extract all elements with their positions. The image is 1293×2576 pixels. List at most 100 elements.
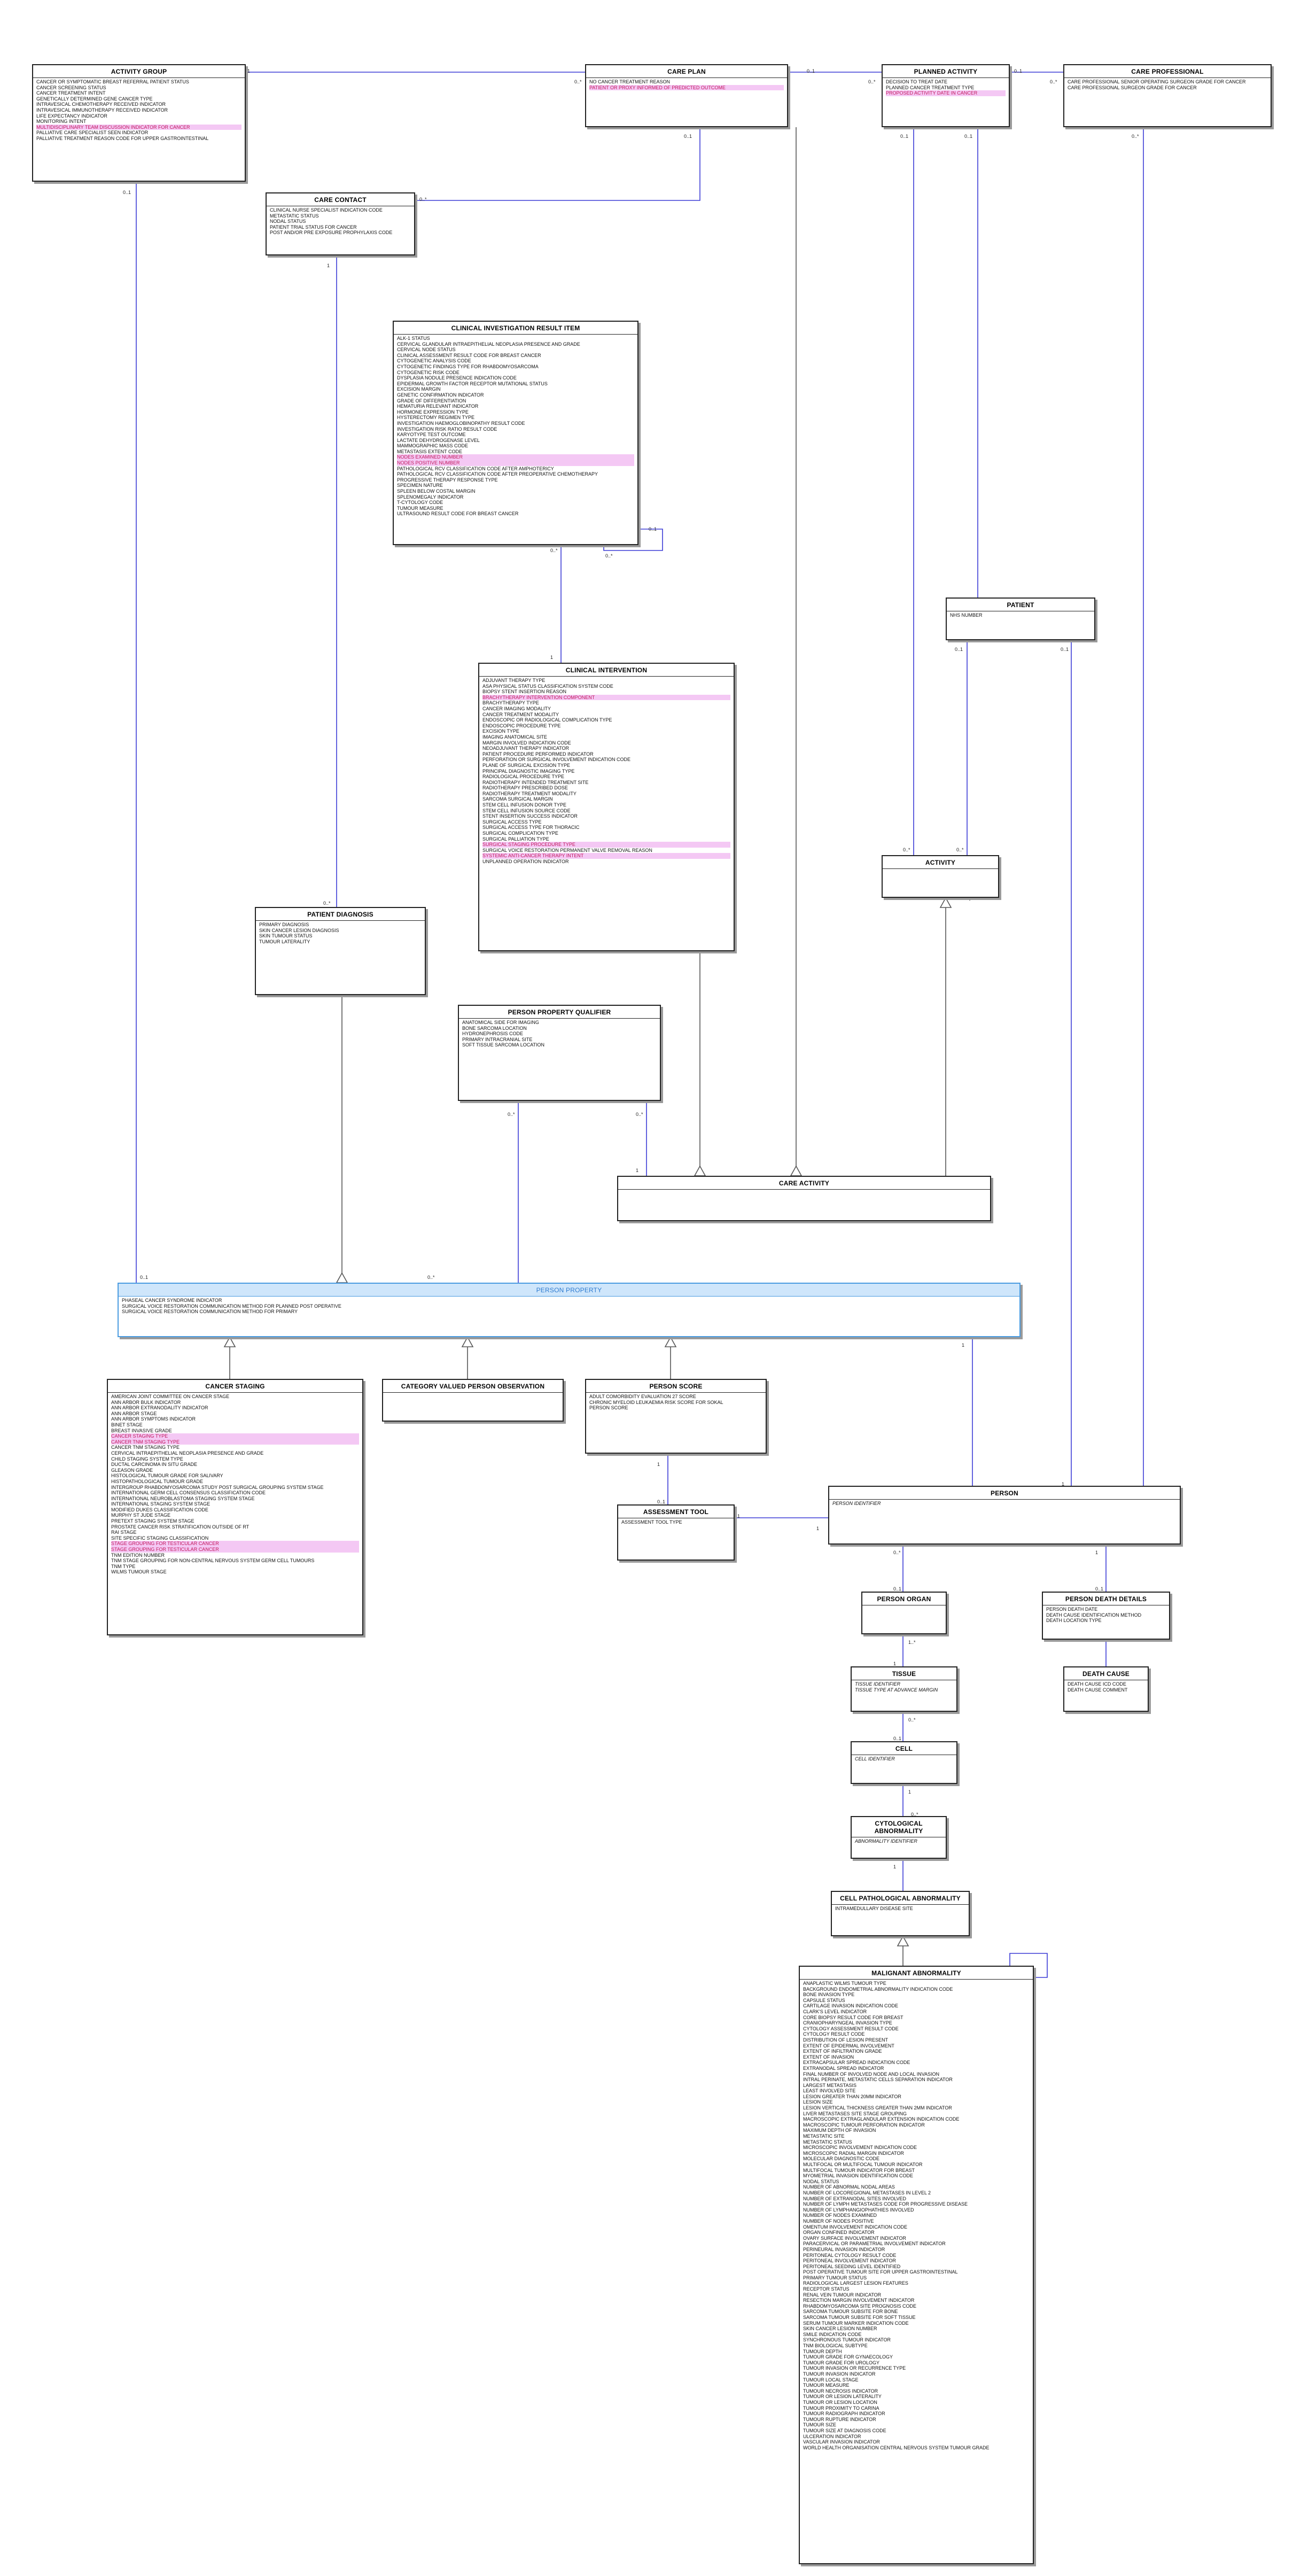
multiplicity-label: 0..* — [419, 197, 427, 202]
attribute-item: NODES POSITIVE NUMBER — [397, 460, 634, 466]
multiplicity-label: 0..* — [1132, 134, 1139, 139]
multiplicity-label: 0..1 — [657, 1499, 666, 1504]
attribute-item: BONE INVASION TYPE — [803, 1992, 855, 1998]
multiplicity-label: 0..1 — [1014, 68, 1023, 74]
attribute-list: ASSESSMENT TOOL TYPE — [618, 1518, 734, 1526]
entity-person-score[interactable]: PERSON SCORE ADULT COMORBIDITY EVALUATION… — [585, 1379, 767, 1454]
attribute-item: NUMBER OF LYMPHANGIOPHATHIES INVOLVED — [803, 2207, 914, 2213]
multiplicity-label: 0..* — [903, 847, 910, 852]
attribute-item: TUMOUR OR LESION LOCATION — [803, 2399, 877, 2405]
entity-person-organ[interactable]: PERSON ORGAN — [861, 1592, 947, 1634]
attribute-item: TUMOUR MEASURE — [803, 2383, 850, 2388]
attribute-item: INTERNATIONAL NEUROBLASTOMA STAGING SYST… — [111, 1495, 255, 1501]
attribute-item: PATIENT PROCEDURE PERFORMED INDICATOR — [482, 751, 594, 757]
attribute-item: DEATH LOCATION TYPE — [1046, 1618, 1102, 1624]
attribute-item: MULTIDISCIPLINARY TEAM DISCUSSION INDICA… — [36, 124, 242, 130]
attribute-list: AMERICAN JOINT COMMITTEE ON CANCER STAGE… — [108, 1393, 362, 1576]
attribute-item: PROPOSED ACTIVITY DATE IN CANCER — [886, 90, 1006, 96]
entity-category-valued-person-observation[interactable]: CATEGORY VALUED PERSON OBSERVATION — [382, 1379, 564, 1422]
attribute-item: NODAL STATUS — [803, 2178, 839, 2184]
entity-title: CARE ACTIVITY — [618, 1177, 990, 1190]
attribute-item: ORGAN CONFINED INDICATOR — [803, 2230, 875, 2236]
entity-title: CARE PROFESSIONAL — [1064, 65, 1271, 78]
attribute-item: NEOADJUVANT THERAPY INDICATOR — [482, 746, 570, 751]
multiplicity-label: 1 — [737, 1514, 741, 1519]
entity-care-activity[interactable]: CARE ACTIVITY — [617, 1176, 991, 1221]
attribute-item: PROSTATE CANCER RISK STRATIFICATION OUTS… — [111, 1524, 250, 1530]
entity-title: PLANNED ACTIVITY — [883, 65, 1009, 78]
entity-title: ACTIVITY GROUP — [33, 65, 245, 78]
multiplicity-label: 0..1 — [1095, 1586, 1104, 1592]
attribute-item: PERSON SCORE — [589, 1405, 628, 1411]
multiplicity-label: 0..* — [574, 79, 582, 84]
attribute-item: STAGE GROUPING FOR TESTICULAR CANCER — [111, 1541, 359, 1547]
entity-title: PERSON — [829, 1487, 1180, 1500]
attribute-item: LACTATE DEHYDROGENASE LEVEL — [397, 437, 480, 443]
entity-activity[interactable]: ACTIVITY — [882, 855, 999, 898]
attribute-item: SYNCHRONOUS TUMOUR INDICATOR — [803, 2337, 891, 2343]
multiplicity-label: 0..1 — [123, 190, 131, 195]
attribute-item: SURGICAL COMPLICATION TYPE — [482, 831, 558, 836]
attribute-item: BREAST INVASIVE GRADE — [111, 1427, 172, 1433]
attribute-item: RADIOTHERAPY TREATMENT MODALITY — [482, 790, 577, 796]
attribute-item: INTERNATIONAL GERM CELL CONSENSUS CLASSI… — [111, 1490, 266, 1496]
attribute-item: NODAL STATUS — [270, 219, 306, 224]
attribute-item: INTRAVESICAL IMMUNOTHERAPY RECEIVED INDI… — [36, 107, 168, 113]
attribute-item: HYSTERECTOMY REGIMEN TYPE — [397, 415, 475, 421]
attribute-item: PHASEAL CANCER SYNDROME INDICATOR — [122, 1298, 222, 1303]
attribute-item: SURGICAL ACCESS TYPE — [482, 819, 542, 825]
attribute-item: SYSTEMIC ANTI-CANCER THERAPY INTENT — [482, 853, 730, 859]
attribute-item: CANCER SCREENING STATUS — [36, 84, 106, 90]
attribute-item: CELL IDENTIFIER — [855, 1756, 895, 1762]
attribute-list: NHS NUMBER — [947, 611, 1094, 619]
attribute-item: METASTATIC STATUS — [270, 213, 319, 219]
attribute-item: CHILD STAGING SYSTEM TYPE — [111, 1456, 183, 1462]
attribute-item: RESECTION MARGIN INVOLVEMENT INDICATOR — [803, 2298, 915, 2303]
attribute-item: WILMS TUMOUR STAGE — [111, 1569, 167, 1575]
attribute-item: DECISION TO TREAT DATE — [886, 79, 948, 84]
attribute-item: HORMONE EXPRESSION TYPE — [397, 409, 469, 415]
multiplicity-label: 0..1 — [1061, 647, 1069, 652]
attribute-item: OMENTUM INVOLVEMENT INDICATION CODE — [803, 2224, 908, 2230]
attribute-item: NODES EXAMINED NUMBER — [397, 454, 634, 461]
attribute-item: ANN ARBOR BULK INDICATOR — [111, 1399, 181, 1405]
multiplicity-label: 0..* — [956, 847, 964, 852]
attribute-item: POST AND/OR PRE EXPOSURE PROPHYLAXIS COD… — [270, 230, 393, 236]
attribute-item: ADULT COMORBIDITY EVALUATION 27 SCORE — [589, 1394, 696, 1399]
multiplicity-label: 1 — [908, 1789, 912, 1795]
attribute-item: BINET STAGE — [111, 1422, 143, 1427]
attribute-item: INTERGROUP RHABDOMYOSARCOMA STUDY POST S… — [111, 1484, 324, 1490]
attribute-item: PRETEXT STAGING SYSTEM STAGE — [111, 1518, 194, 1524]
attribute-item: METASTASIS EXTENT CODE — [397, 448, 463, 454]
entity-title: CELL PATHOLOGICAL ABNORMALITY — [832, 1892, 969, 1905]
attribute-item: MAMMOGRAPHIC MASS CODE — [397, 443, 469, 449]
attribute-item: BIOPSY STENT INSERTION REASON — [482, 689, 567, 695]
attribute-item: TNM BIOLOGICAL SUBTYPE — [803, 2343, 868, 2348]
attribute-item: MACROSCOPIC EXTRAGLANDULAR EXTENSION IND… — [803, 2116, 960, 2122]
attribute-item: CORE BIOPSY RESULT CODE FOR BREAST — [803, 2014, 903, 2020]
